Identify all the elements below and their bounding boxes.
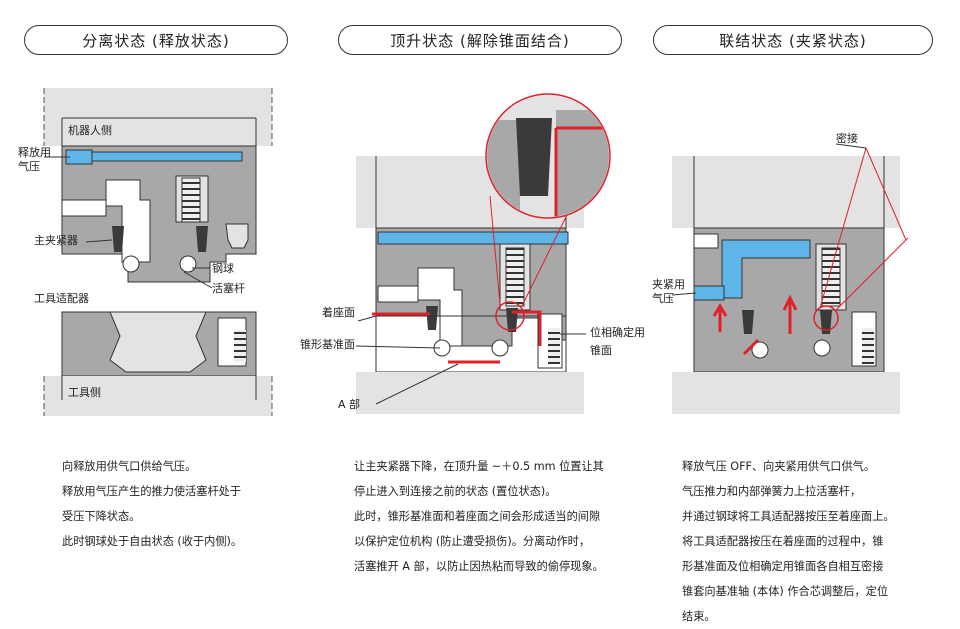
label-piston-rod: 活塞杆 [212, 282, 245, 295]
panel2-desc-line: 让主夹紧器下降，在顶升量 ~＋0.5 mm 位置让其 [354, 460, 604, 473]
panel1-diagram [43, 88, 273, 416]
panel3-desc-line: 将工具适配器按压在着座面的过程中，锥 [682, 535, 884, 548]
panel3-desc-line: 气压推力和内部弹簧力上拉活塞杆， [682, 485, 862, 498]
panel3-title: 联结状态 (夹紧状态) [653, 25, 933, 55]
panel2-desc-line: 停止进入到连接之前的状态 (置位状态)。 [354, 485, 557, 498]
label-tool-side: 工具侧 [68, 386, 101, 399]
label-taper-reference: 锥形基准面 [300, 338, 355, 351]
label-positioning-taper: 位相确定用 锥面 [590, 326, 645, 358]
label-seating-face: 着座面 [322, 306, 355, 319]
panel3-desc-line: 并通过钢球将工具适配器按压至着座面上。 [682, 510, 895, 523]
panel2-description: 让主夹紧器下降，在顶升量 ~＋0.5 mm 位置让其 停止进入到连接之前的状态 … [354, 454, 604, 579]
label-clamp-air: 夹紧用 气压 [652, 278, 685, 306]
panel2-desc-line: 以保护定位机构 (防止遭受损伤)。分离动作时， [354, 535, 591, 548]
panel3-desc-line: 释放气压 OFF、向夹紧用供气口供气。 [682, 460, 876, 473]
panel1-description: 向释放用供气口供给气压。 释放用气压产生的推力使活塞杆处于 受压下降状态。 此时… [62, 454, 242, 554]
panel2-diagram [355, 93, 611, 414]
label-positioning-taper-line1: 位相确定用 [590, 326, 645, 339]
label-release-air: 释放用 气压 [18, 146, 51, 174]
label-part-a: A 部 [338, 398, 361, 411]
label-robot-side: 机器人侧 [68, 124, 112, 137]
panel1-desc-line: 此时钢球处于自由状态 (收于内侧)。 [62, 535, 243, 548]
label-close-contact: 密接 [836, 132, 858, 145]
panel3-desc-line: 结束。 [682, 610, 716, 623]
label-release-air-line2: 气压 [18, 160, 40, 173]
panel2-desc-line: 此时，锥形基准面和着座面之间会形成适当的间隙 [354, 510, 601, 523]
label-clamp-air-line1: 夹紧用 [652, 278, 685, 291]
panel3-desc-line: 锥套向基准轴 (本体) 作合芯调整后，定位 [682, 585, 889, 598]
panel3-description: 释放气压 OFF、向夹紧用供气口供气。 气压推力和内部弹簧力上拉活塞杆， 并通过… [682, 454, 895, 629]
panel3-desc-line: 形基准面及位相确定用锥面各自相互密接 [682, 560, 884, 573]
panel1-desc-line: 释放用气压产生的推力使活塞杆处于 [62, 485, 242, 498]
label-release-air-line1: 释放用 [18, 146, 51, 159]
label-steel-ball: 钢球 [212, 262, 234, 275]
label-positioning-taper-line2: 锥面 [590, 344, 612, 357]
panel1-desc-line: 受压下降状态。 [62, 510, 141, 523]
panel3-diagram [671, 143, 909, 414]
label-tool-adapter: 工具适配器 [34, 292, 89, 305]
panel1-title: 分离状态 (释放状态) [24, 25, 288, 55]
label-main-clamp: 主夹紧器 [34, 234, 78, 247]
label-clamp-air-line2: 气压 [652, 292, 674, 305]
panel2-desc-line: 活塞推开 A 部，以防止因热粘而导致的偷停现象。 [354, 560, 604, 573]
panel1-desc-line: 向释放用供气口供给气压。 [62, 460, 197, 473]
panel2-title: 顶升状态 (解除锥面结合) [338, 25, 622, 55]
